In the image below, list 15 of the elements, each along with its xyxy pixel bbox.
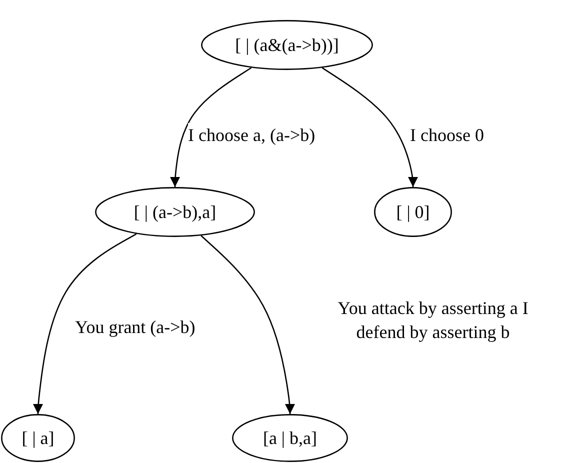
node-label: [a | b,a] (262, 428, 318, 448)
edge-label: I choose a, (a->b) (188, 123, 316, 147)
state-ellipse (201, 20, 373, 70)
state-ellipse (1, 414, 75, 462)
arrow (33, 233, 137, 414)
node-label: [ | (a->b),a] (134, 202, 216, 222)
state-ellipse (232, 414, 348, 462)
arrow (322, 67, 418, 187)
arrow (170, 67, 252, 187)
state-ellipse (374, 187, 452, 237)
arrow (200, 235, 295, 414)
node-label: [ | a] (22, 428, 54, 448)
node-label: [ | 0] (396, 202, 430, 222)
state-ellipse (95, 187, 255, 237)
node-label: [ | (a&(a->b))] (235, 34, 339, 56)
